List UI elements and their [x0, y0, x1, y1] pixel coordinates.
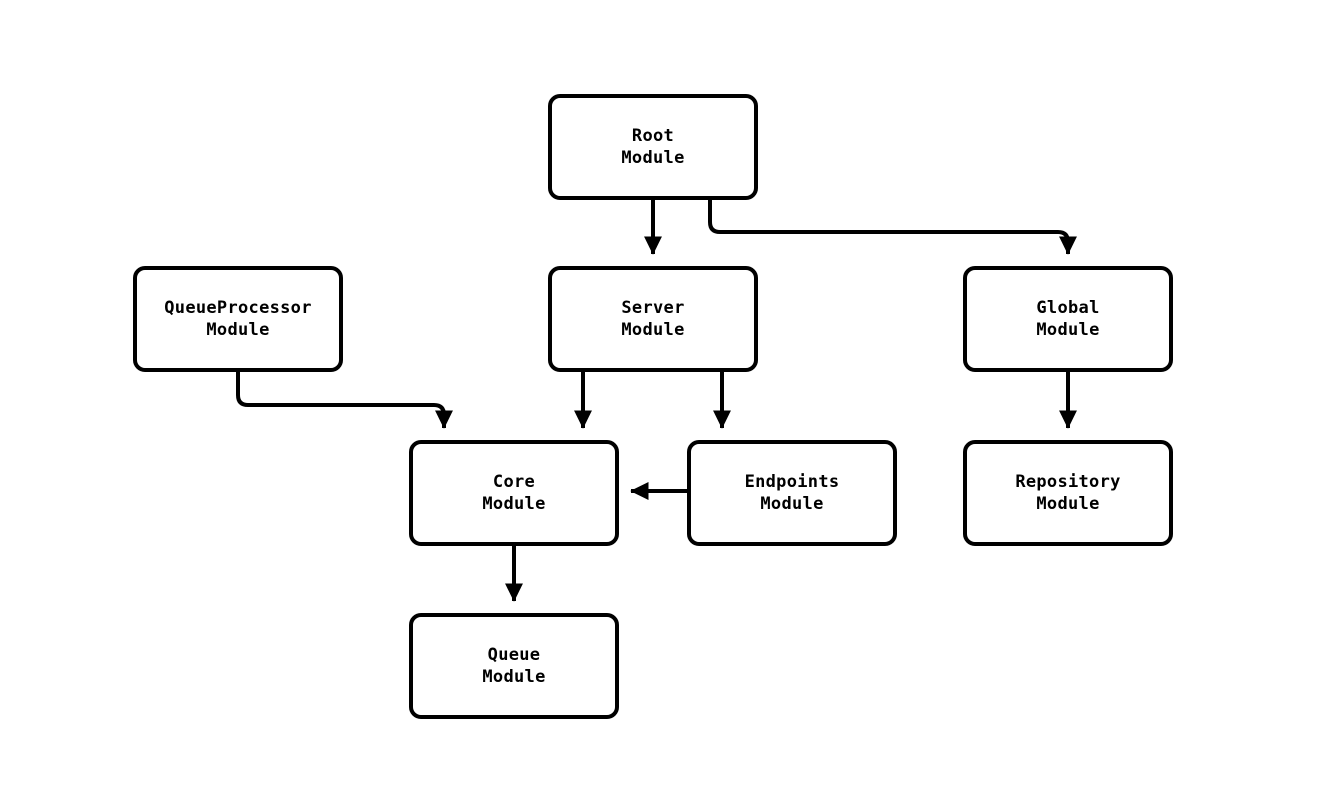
node-label-line2: Module	[206, 320, 270, 340]
node-label-line1: Core	[492, 472, 536, 492]
node-label-line2: Module	[482, 494, 546, 514]
node-label-line2: Module	[482, 667, 546, 687]
node-label-line1: Server	[621, 298, 685, 318]
node-label-line1: Repository	[1015, 472, 1121, 492]
node-label-line2: Module	[621, 148, 685, 168]
node-label-line1: Endpoints	[744, 472, 840, 492]
node-label-line1: Root	[631, 126, 675, 146]
node-label-line1: Global	[1036, 298, 1100, 318]
node-label-line2: Module	[621, 320, 685, 340]
node-label-line2: Module	[760, 494, 824, 514]
edge-root-to-global	[708, 200, 1077, 255]
node-label-line1: QueueProcessor	[164, 298, 312, 318]
node-label-line2: Module	[1036, 494, 1100, 514]
edge-queueprocessor-to-core	[236, 372, 453, 429]
node-label-line1: Queue	[487, 645, 541, 665]
node-label-line2: Module	[1036, 320, 1100, 340]
